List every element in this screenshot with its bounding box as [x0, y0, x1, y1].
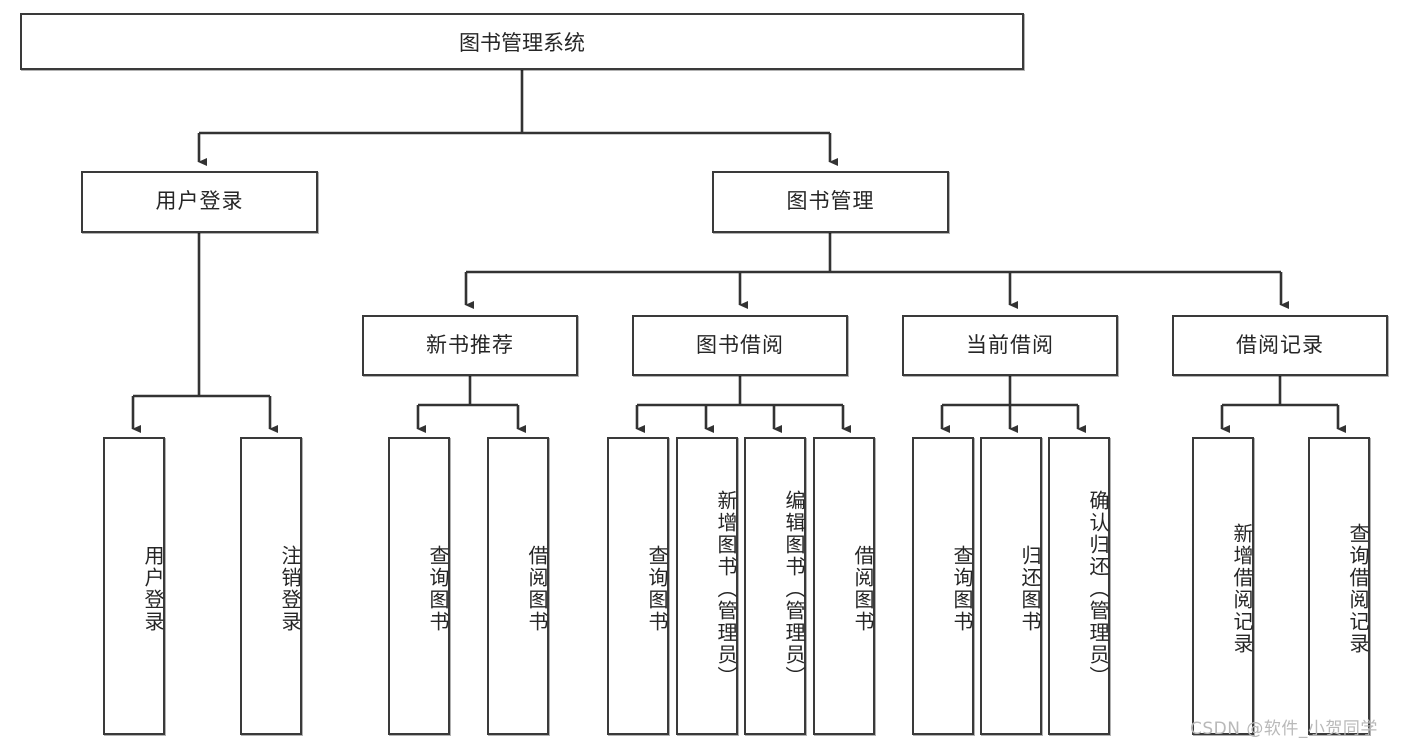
- node-label: 图书借阅: [696, 332, 784, 357]
- node-label: 借阅记录: [1236, 332, 1324, 357]
- node-leaf-logout[interactable]: 注销登录: [240, 437, 302, 735]
- node-label: 用户登录: [155, 189, 244, 214]
- node-current-borrow[interactable]: 当前借阅: [902, 315, 1118, 376]
- node-leaf-query-book-recommend[interactable]: 查询图书: [388, 437, 450, 735]
- node-leaf-return-book[interactable]: 归还图书: [980, 437, 1042, 735]
- node-leaf-query-book-current[interactable]: 查询图书: [912, 437, 974, 735]
- node-leaf-add-book-admin[interactable]: 新增图书（管理员）: [676, 437, 738, 735]
- node-leaf-borrow-book-recommend[interactable]: 借阅图书: [487, 437, 549, 735]
- node-label: 借阅图书: [851, 545, 875, 633]
- node-label: 新增图书（管理员）: [714, 490, 738, 688]
- node-label: 当前借阅: [966, 332, 1054, 357]
- node-leaf-user-login[interactable]: 用户登录: [103, 437, 165, 735]
- node-label: 归还图书: [1018, 545, 1042, 633]
- node-label: 图书管理系统: [459, 30, 585, 55]
- node-borrow-record[interactable]: 借阅记录: [1172, 315, 1388, 376]
- node-label: 编辑图书（管理员）: [782, 490, 806, 688]
- node-leaf-edit-book-admin[interactable]: 编辑图书（管理员）: [744, 437, 806, 735]
- node-book-borrow[interactable]: 图书借阅: [632, 315, 848, 376]
- node-label: 注销登录: [278, 545, 302, 633]
- node-label: 查询借阅记录: [1346, 523, 1370, 655]
- node-label: 查询图书: [645, 545, 669, 633]
- node-label: 图书管理: [786, 189, 875, 214]
- node-leaf-query-book-borrow[interactable]: 查询图书: [607, 437, 669, 735]
- node-label: 借阅图书: [525, 545, 549, 633]
- csdn-watermark: CSDN @软件_小贺同学: [1190, 719, 1378, 739]
- node-label: 查询图书: [950, 545, 974, 633]
- node-label: 查询图书: [426, 545, 450, 633]
- node-leaf-borrow-book[interactable]: 借阅图书: [813, 437, 875, 735]
- node-label: 用户登录: [141, 545, 165, 633]
- node-root-book-management-system[interactable]: 图书管理系统: [20, 13, 1024, 70]
- node-user-login[interactable]: 用户登录: [81, 171, 318, 233]
- node-leaf-add-borrow-record[interactable]: 新增借阅记录: [1192, 437, 1254, 735]
- node-label: 确认归还（管理员）: [1086, 490, 1110, 688]
- node-leaf-query-borrow-record[interactable]: 查询借阅记录: [1308, 437, 1370, 735]
- node-label: 新书推荐: [426, 332, 514, 357]
- node-label: 新增借阅记录: [1230, 523, 1254, 655]
- node-book-management[interactable]: 图书管理: [712, 171, 949, 233]
- node-leaf-confirm-return-admin[interactable]: 确认归还（管理员）: [1048, 437, 1110, 735]
- node-new-book-recommend[interactable]: 新书推荐: [362, 315, 578, 376]
